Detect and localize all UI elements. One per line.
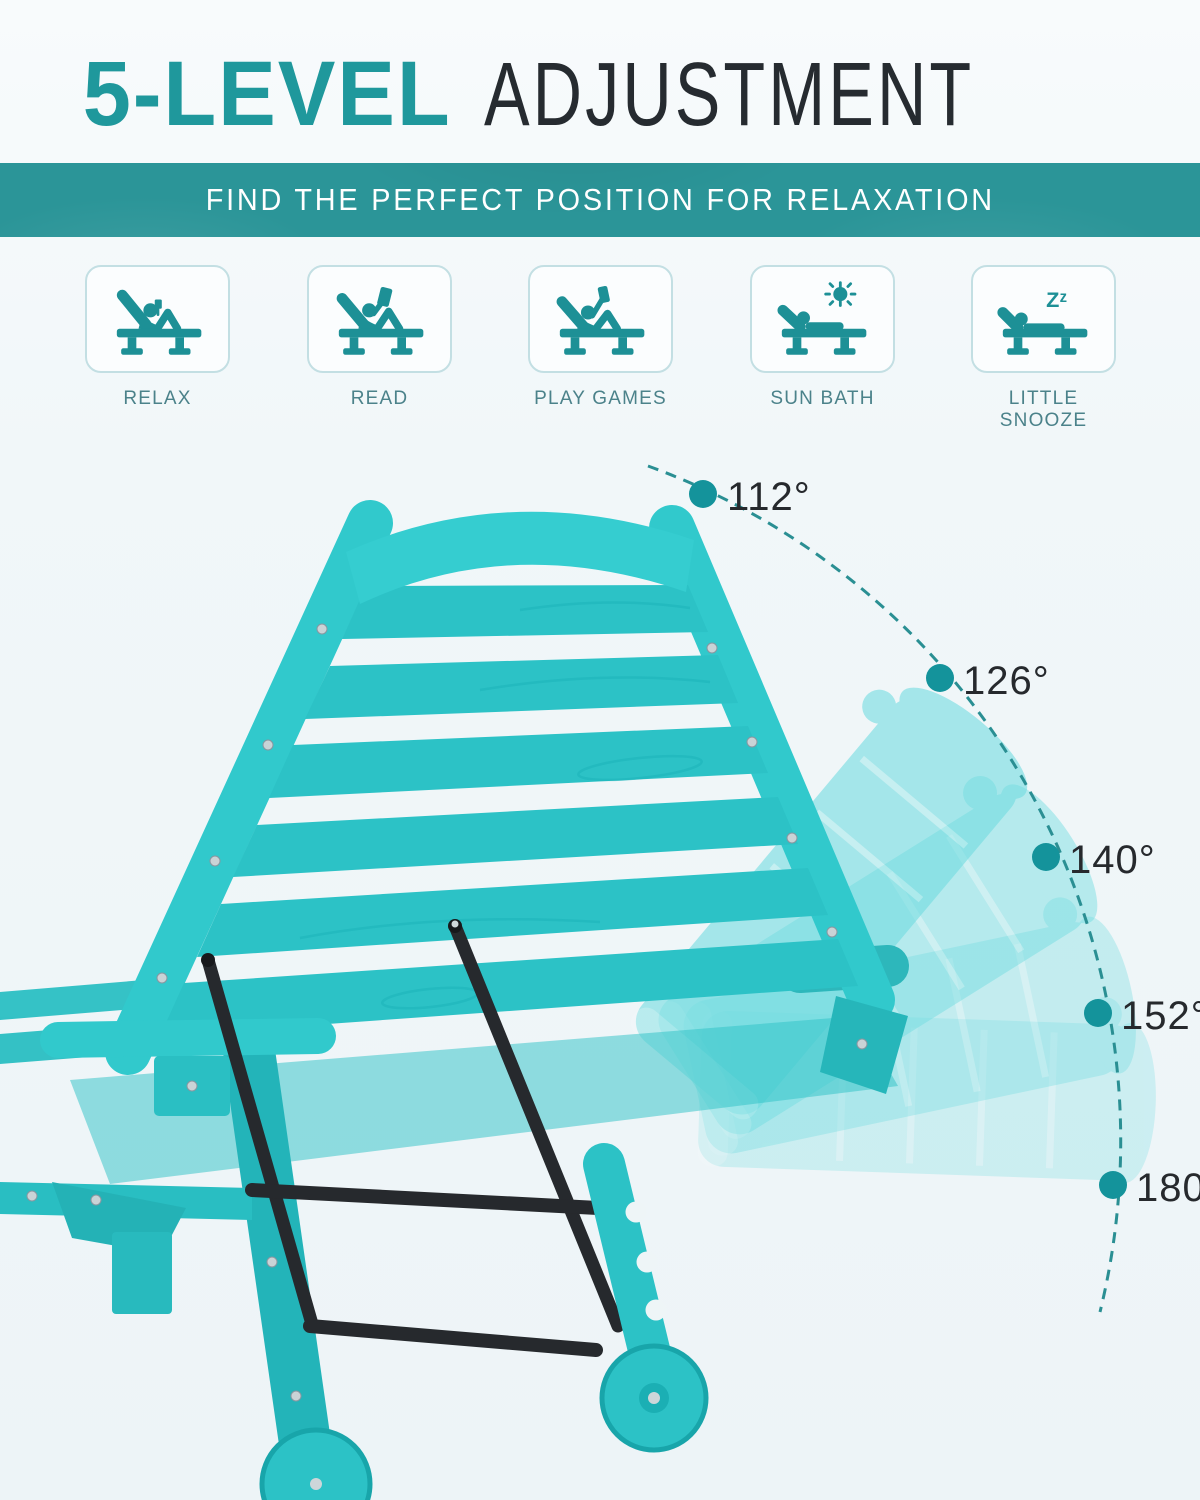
angle-dot-112 [689,480,717,508]
title-rest: ADJUSTMENT [483,45,974,145]
notched-adjustment-rack [583,1143,671,1375]
angle-dot-126 [926,664,954,692]
pivot-screw [451,920,459,928]
position-card-little-snooze: Zᶻ LITTLE SNOOZE [971,265,1116,432]
angle-label-126: 126° [963,659,1050,703]
recline-gaming-icon [556,285,644,355]
wheel-screw [648,1392,660,1404]
screw [290,1390,302,1402]
position-card-play-games: PLAY GAMES [528,265,673,410]
relax-icon-box [85,265,230,373]
angle-label-180: 180° [1136,1166,1200,1210]
wood-grain [299,601,711,1010]
angle-dot-140 [1032,843,1060,871]
angle-dot-152 [1084,999,1112,1027]
foot-screw [310,1478,322,1490]
position-card-sun-bath: SUN BATH [750,265,895,410]
recline-reading-icon [336,286,423,355]
position-label: RELAX [123,388,192,409]
screw [26,1190,38,1202]
read-icon-box [307,265,452,373]
recline-with-drink-icon [116,289,201,355]
angle-label-152: 152° [1121,994,1200,1038]
pivot-joint [201,953,215,967]
backrest [105,500,908,1094]
chaise-adjustment-illustration: 112° 126° 140° 152° 180° [0,464,1200,1500]
left-armrest [40,1018,336,1058]
angle-label-112: 112° [727,475,811,519]
subtitle-text: FIND THE PERFECT POSITION FOR RELAXATION [205,182,995,217]
angle-dot-180 [1099,1171,1127,1199]
position-label: PLAY GAMES [534,388,667,409]
position-label: SUN BATH [770,388,875,409]
backrest-right-rail [649,505,895,1023]
subtitle-banner: FIND THE PERFECT POSITION FOR RELAXATION [0,163,1200,237]
rack-notches [625,1201,667,1321]
adjustment-arc [647,464,1123,1313]
position-card-relax: RELAX [85,265,230,410]
front-leg [112,1232,172,1314]
rear-leg-rail [220,1004,336,1500]
backrest-left-rail [105,500,393,1075]
angle-label-140: 140° [1069,838,1156,882]
chaise-lounge-chair [0,500,909,1500]
title-highlight: 5-LEVEL [83,43,452,145]
angle-dots [689,480,1127,1199]
position-cards-row: RELAX READ [0,265,1200,431]
backrest-arch [346,511,694,604]
snooze-zz-glyph: Zᶻ [1046,287,1067,312]
backrest-screws [156,623,838,984]
play-games-icon-box [528,265,673,373]
position-label: READ [350,388,409,409]
sunbath-icon [777,281,866,355]
snooze-icon: Zᶻ [996,287,1087,355]
screw [856,1038,868,1050]
position-card-read: READ [307,265,452,410]
backrest-slats [160,585,858,1036]
position-label: LITTLE SNOOZE [999,388,1088,431]
left-wheel-foot [259,1427,373,1500]
sun-bath-icon-box [750,265,895,373]
screw [266,1256,278,1268]
screw [90,1194,102,1206]
screw [186,1080,198,1092]
page-title: 5-LEVEL ADJUSTMENT [0,42,1200,147]
metal-support-frame [201,919,625,1357]
angle-labels: 112° 126° 140° 152° 180° [727,475,1200,1210]
little-snooze-icon-box: Zᶻ [971,265,1116,373]
